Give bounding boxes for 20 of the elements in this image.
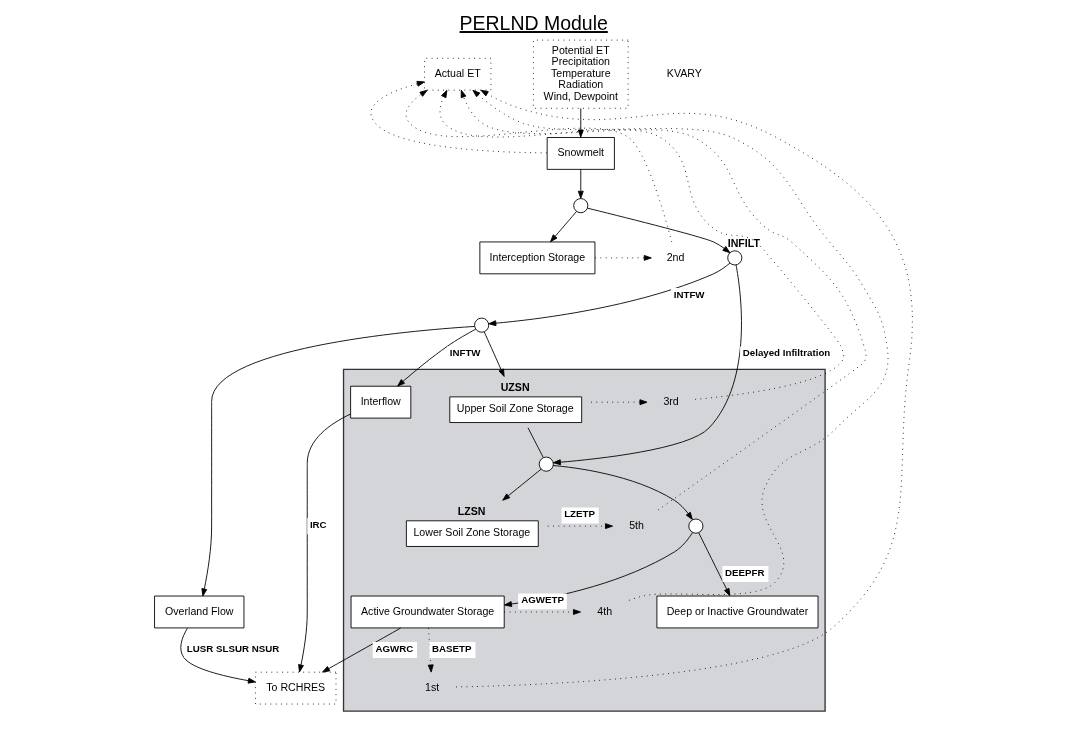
edge-label: Delayed Infiltration xyxy=(742,346,830,358)
node-text: 1st xyxy=(424,680,439,693)
edge-label: BASETP xyxy=(431,642,471,654)
label: KVARY xyxy=(666,66,702,79)
node-label: UZSN xyxy=(500,381,530,394)
node-text: 2nd xyxy=(666,250,684,263)
edge-label: DEEPFR xyxy=(724,566,764,578)
diagram-title: PERLND Module xyxy=(459,12,608,35)
edge-label: INFTW xyxy=(449,346,481,358)
edge-label: AGWETP xyxy=(520,593,564,605)
edge-label: INTFW xyxy=(673,288,704,300)
node-text: 4th xyxy=(596,604,612,617)
node-label: LZSN xyxy=(457,505,485,518)
edge-label: IRC xyxy=(309,518,327,530)
node-text: 3rd xyxy=(662,394,679,407)
node-label: INFILT xyxy=(727,236,760,249)
edge-label: LZETP xyxy=(563,508,595,520)
edge-label: LUSR SLSUR NSUR xyxy=(186,642,279,654)
edge-label: AGWRC xyxy=(374,642,413,654)
node-text: 5th xyxy=(628,518,644,531)
